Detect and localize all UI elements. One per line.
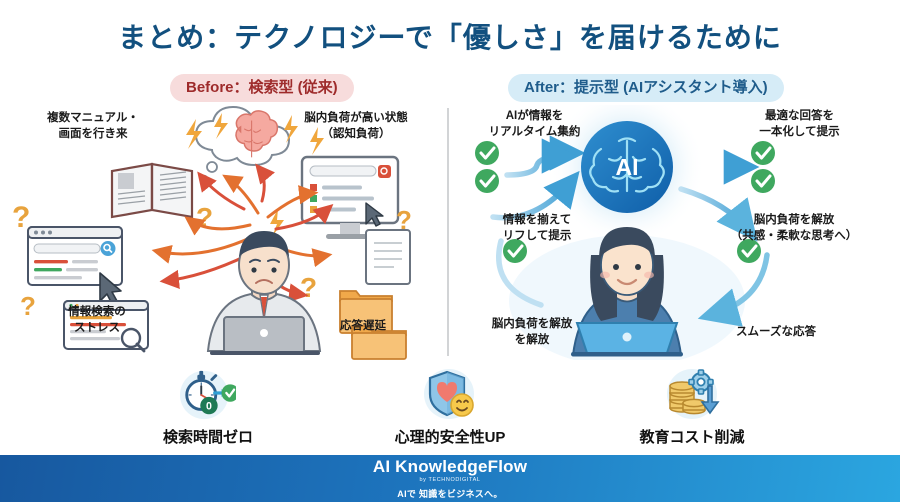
ai-brain-icon: AI: [581, 121, 673, 213]
footer-bar: AI KnowledgeFlow by TECHNODIGITAL AIで 知識…: [0, 455, 900, 502]
benefits-row: 0 検索時間ゼロ: [0, 366, 900, 448]
gear-icon: [688, 369, 714, 395]
after-label-smooth-response: スムーズな応答: [736, 326, 816, 338]
stopwatch-zero-icon: 0: [180, 366, 236, 422]
badge-before: Before：検索型 (従来): [170, 74, 354, 102]
check-circle-icon: [475, 169, 499, 193]
after-label-load-release: 脳内負荷を解放 を解放: [491, 318, 573, 346]
badge-after: After：提示型 (AIアシスタント導入): [508, 74, 784, 102]
stopwatch-badge-value: 0: [206, 400, 212, 412]
folder-icon: [339, 290, 393, 334]
before-label-manuals: 複数マニュアル・ 画面を行き来: [47, 112, 139, 140]
panel-divider: [447, 108, 449, 356]
benefit-training-cost-reduction: 教育コスト削減: [597, 366, 787, 447]
arrow-flow-icon: [697, 252, 770, 327]
footer-tagline: AIで 知識をビジネスへ。: [397, 488, 503, 499]
svg-text:?: ?: [20, 291, 36, 321]
stressed-person-icon: [206, 231, 322, 355]
arrow-flow-icon: [496, 238, 544, 308]
benefit-search-time-zero: 0 検索時間ゼロ: [113, 366, 303, 447]
svg-text:?: ?: [300, 272, 317, 303]
after-label-realtime-aggregation: AIが情報を リアルタイム集約: [488, 110, 581, 138]
svg-text:?: ?: [12, 201, 30, 234]
svg-text:?: ?: [396, 205, 412, 235]
check-circle-icon: [737, 239, 761, 263]
open-book-icon: [110, 162, 194, 219]
brain-icon: [235, 110, 279, 158]
folder-icon: [351, 325, 407, 360]
browser-window-icon: [27, 226, 123, 286]
check-circle-icon: [751, 141, 775, 165]
after-illustration: AI: [475, 105, 775, 360]
before-label-cognitive-load: 脳内負荷が高い状態 （認知負荷）: [304, 112, 408, 140]
arrow-flow-icon: [678, 149, 760, 242]
after-label-cognitive-relief: 脳内負荷を解放 （共感・柔軟な思考へ）: [730, 214, 858, 242]
benefit-label: 心理的安全性UP: [394, 429, 506, 446]
benefit-label: 検索時間ゼロ: [162, 429, 253, 446]
page-title: まとめ：テクノロジーで「優しさ」を届けるために: [118, 22, 782, 53]
arrow-flow-icon: [490, 135, 586, 221]
ai-core-label: AI: [616, 154, 639, 180]
check-circle-icon: [751, 169, 775, 193]
benefit-psychological-safety: 心理的安全性UP: [355, 366, 545, 447]
after-panel: AI AIが情報を リアルタイム集約 最適な回答を: [449, 105, 900, 360]
smiling-person-laptop-icon: [571, 227, 683, 357]
benefit-label: 教育コスト削減: [639, 429, 745, 446]
document-search-icon: [63, 300, 149, 353]
before-panel: ? ? ? ? ?: [0, 105, 447, 360]
check-circle-icon: [475, 141, 499, 165]
after-label-unified-answer: 最適な回答を 一本化して提示: [759, 110, 840, 138]
before-label-response-delay: 応答遅延: [340, 320, 386, 332]
shield-heart-smile-icon: [422, 366, 478, 422]
documents-icon: [365, 229, 411, 285]
before-label-search-stress: 情報検索の ストレス: [68, 306, 126, 334]
monitor-search-icon: [300, 155, 400, 239]
check-circle-icon: [503, 239, 527, 263]
after-label-organized-info: 情報を揃えて リフして提示: [502, 214, 572, 242]
before-illustration: ? ? ? ? ?: [12, 105, 412, 360]
coins-gear-down-icon: [664, 366, 720, 422]
footer-brand: AI KnowledgeFlow: [372, 456, 528, 476]
lightning-icon: [186, 113, 324, 237]
footer-byline: by TECHNODIGITAL: [419, 476, 481, 483]
